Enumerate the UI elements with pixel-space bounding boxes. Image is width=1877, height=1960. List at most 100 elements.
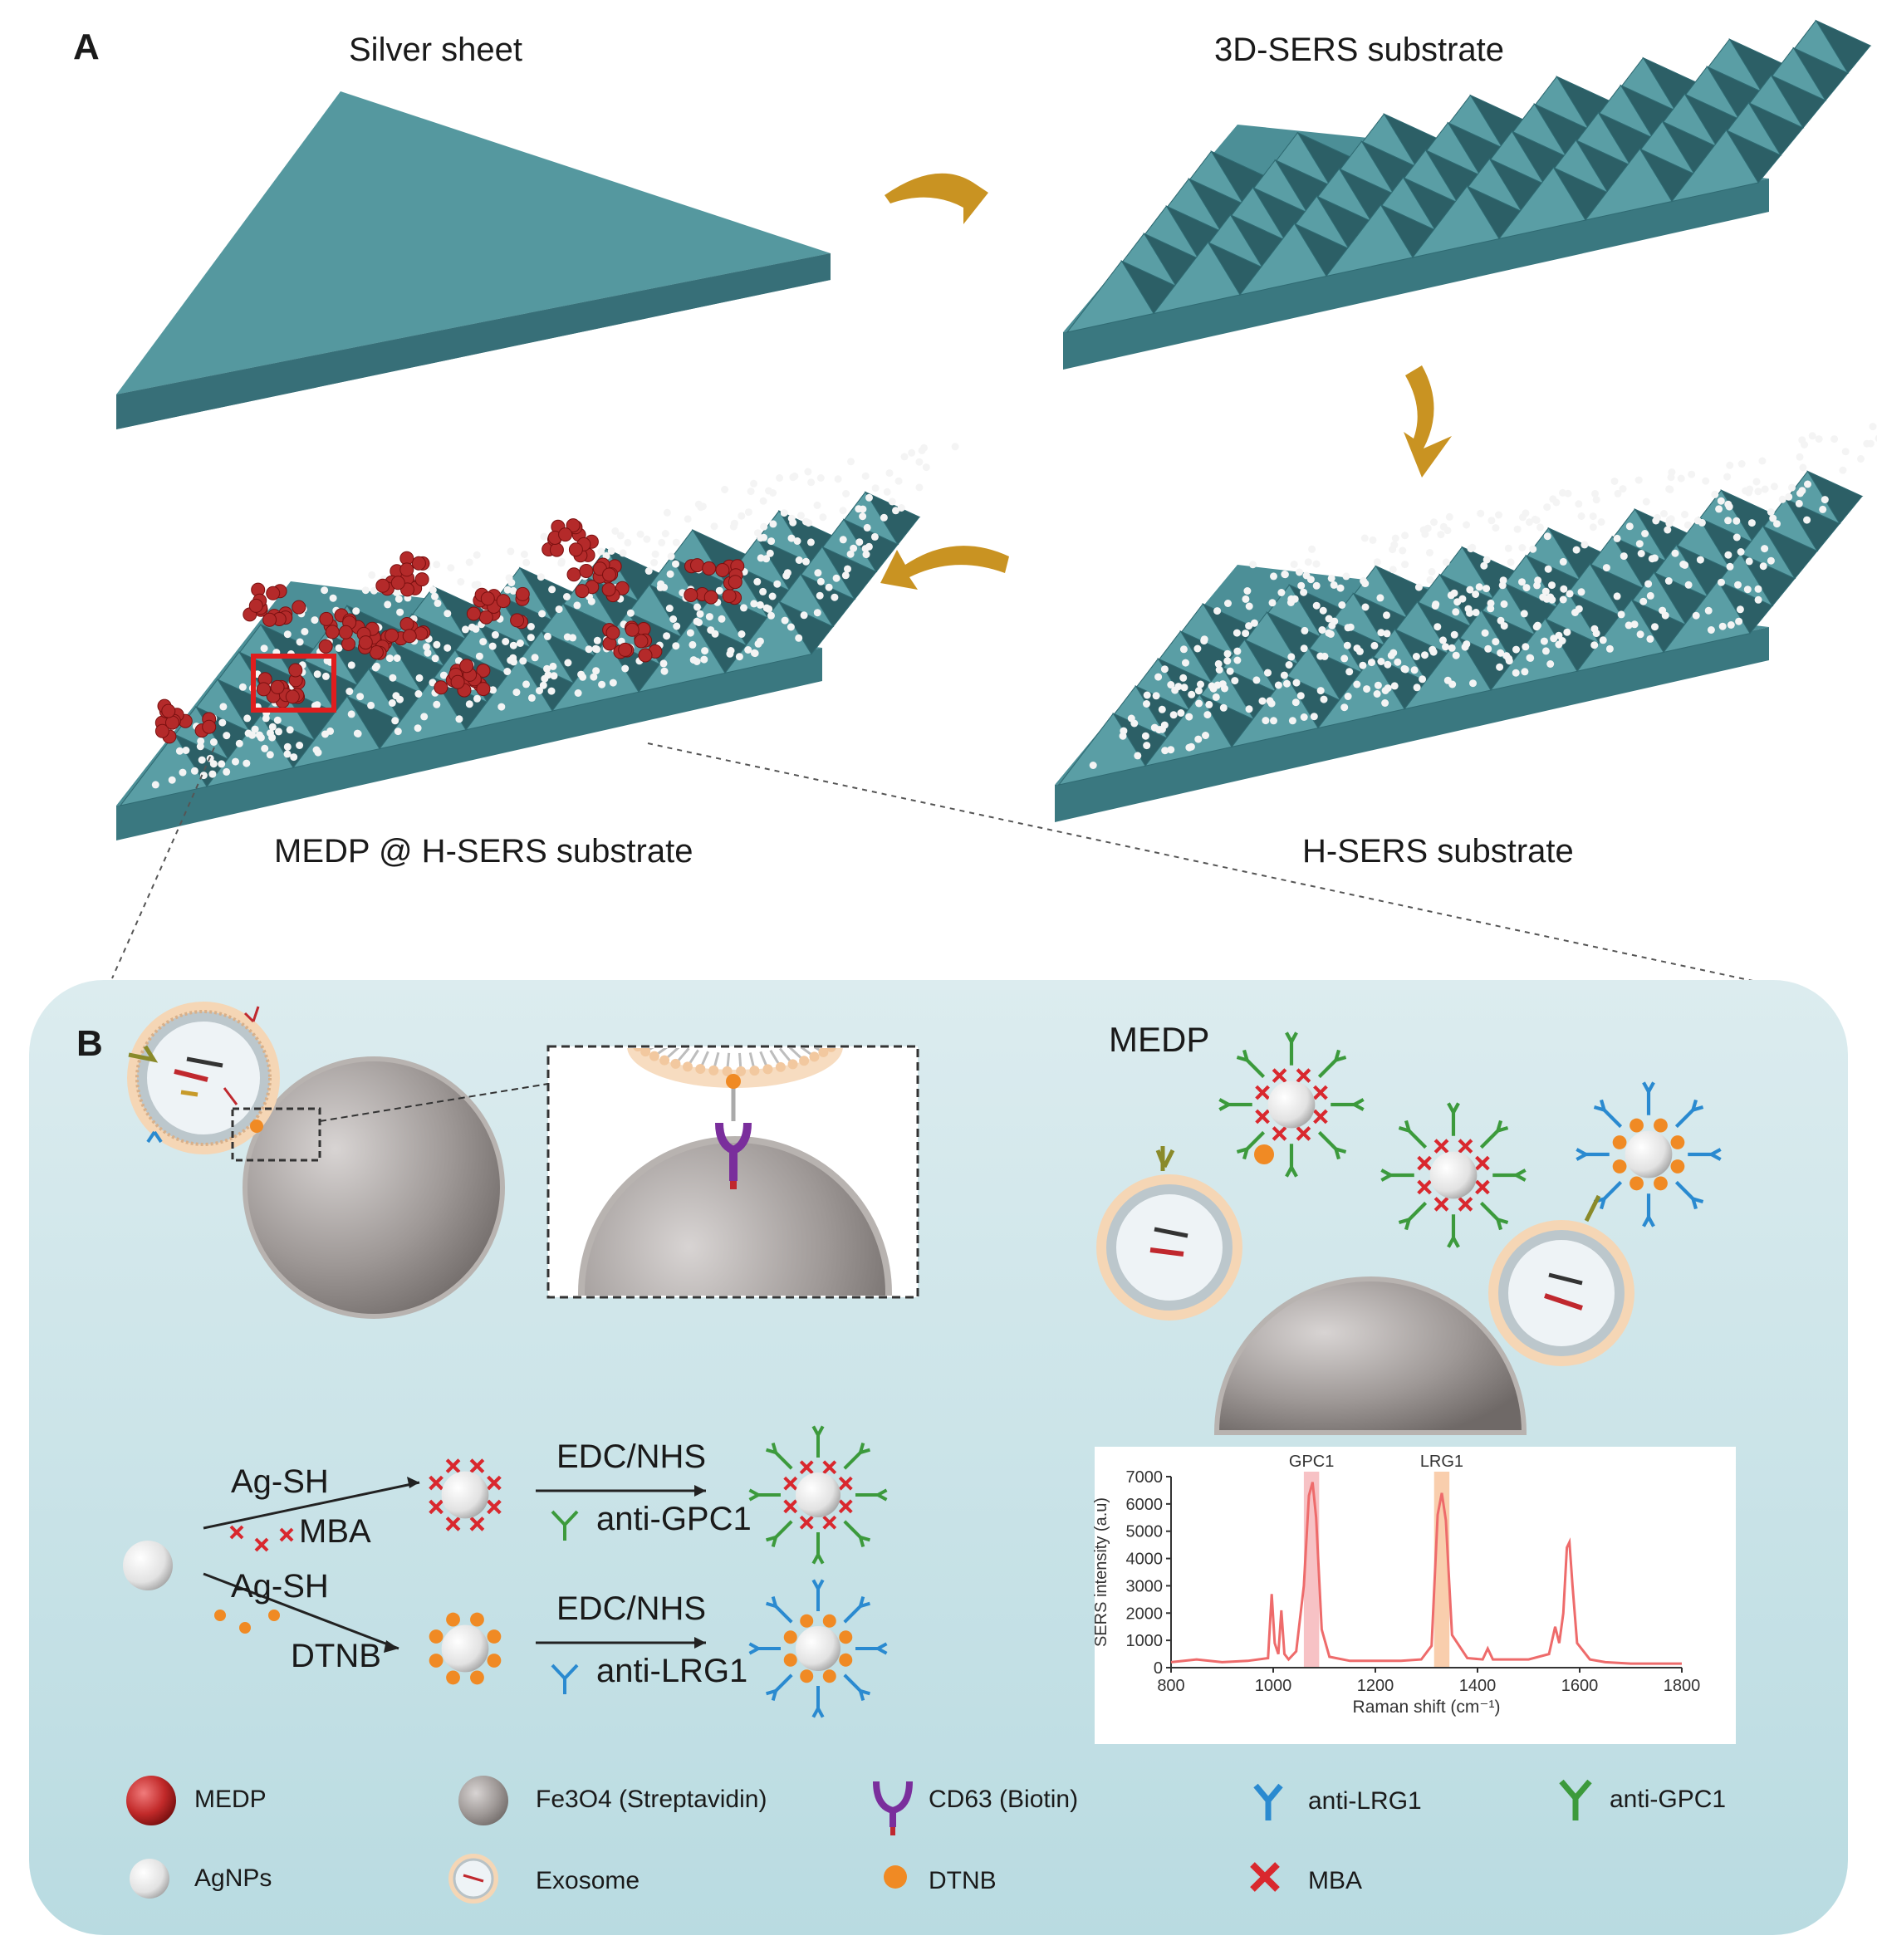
medp-dot (375, 578, 390, 593)
agnp-dot (598, 680, 606, 688)
agnp-dot (1300, 588, 1308, 596)
agnp-dot (1469, 679, 1477, 688)
mba-mark (279, 1527, 294, 1542)
agnp-dot (1660, 510, 1668, 517)
agnp-dot (1617, 610, 1625, 619)
agnp-dot (1541, 587, 1550, 595)
agnp-dot (1472, 609, 1480, 616)
agnp-dot (313, 670, 321, 679)
agnp-dot (1171, 686, 1179, 694)
agnp-dot (543, 632, 551, 640)
agnp-dot (268, 723, 277, 731)
agnp-dot (503, 668, 512, 675)
agnp-dot (1180, 684, 1188, 692)
agnp-dot (1467, 545, 1475, 553)
agnp-dot (522, 558, 531, 566)
agnp-dot (684, 515, 692, 523)
agnp-dot (465, 700, 473, 708)
agnp-dot (429, 679, 437, 687)
agnp-dot (1290, 561, 1298, 568)
agnp-dot (1442, 558, 1450, 566)
agnp-dot (1270, 572, 1277, 581)
agnp-dot (718, 615, 726, 623)
agnp-dot (789, 473, 797, 482)
pyramid-face (723, 600, 812, 674)
agnp-dot (672, 642, 680, 650)
antibody-arms (1398, 1217, 1412, 1231)
exosome-capture (127, 1002, 919, 1319)
agnp-dot (1745, 557, 1753, 566)
lipid-head (809, 1051, 820, 1062)
agnp-dot (1863, 439, 1871, 448)
agnp-dot (1359, 661, 1367, 669)
agnp-dot (844, 565, 851, 573)
agnp-dot (1799, 463, 1807, 472)
medp-dot (496, 594, 511, 609)
agnp-dot (766, 549, 774, 557)
agnp-dot (1743, 586, 1752, 594)
agnp-dot (520, 551, 528, 558)
agnp-dot (789, 518, 797, 527)
agnp-dot (814, 569, 822, 577)
agnp-dot (1262, 717, 1270, 725)
agnp-dot (663, 632, 671, 640)
agnp-dot (507, 547, 515, 556)
mba-mark (469, 1517, 485, 1531)
agnp-dot (244, 729, 252, 737)
agnp-dot (388, 699, 396, 707)
agnp-dot (658, 538, 666, 546)
agnp-dot (750, 479, 757, 488)
agnp-dot (1325, 629, 1333, 637)
agnp-dot (1312, 601, 1321, 610)
mba-mark (487, 1475, 502, 1491)
agnp-dot (519, 657, 527, 665)
pyramid-face (1411, 185, 1500, 258)
dtnb-mark (1670, 1135, 1685, 1149)
agnp-dot (1575, 605, 1583, 613)
legend-dtnb-label: DTNB (929, 1867, 997, 1894)
agnp-dot (1637, 550, 1645, 557)
agnp-dot (693, 617, 701, 625)
antibody-arms (857, 1534, 870, 1547)
dtnb-mark (1630, 1176, 1644, 1191)
agnp-dot (1286, 599, 1295, 606)
agnp-dot (1715, 505, 1723, 513)
agnp-dot (1635, 540, 1644, 548)
agnp-dot (1452, 608, 1460, 616)
agnp-dot (1830, 435, 1839, 443)
agnp-dot (1452, 651, 1460, 659)
agnp-dot (1646, 635, 1654, 643)
legend-fe3o4-label: Fe3O4 (Streptavidin) (536, 1786, 767, 1813)
antibody-arms (1285, 1031, 1298, 1046)
antibody-stem (1674, 1180, 1694, 1200)
agnp-dot (260, 644, 268, 653)
agnp-dot (1770, 483, 1778, 491)
agnp-dot (468, 623, 476, 631)
agnp-dot (1150, 723, 1159, 732)
mba-mark (1475, 1179, 1490, 1195)
agnp-dot (1477, 509, 1485, 517)
agnp-dot (1711, 490, 1719, 498)
agnp-dot (1223, 657, 1232, 665)
agnp-dot (841, 571, 850, 580)
mba-mark (1417, 1179, 1432, 1195)
agnp-dot (1130, 719, 1139, 728)
agnp-dot (346, 688, 354, 695)
agnp-dot (1463, 521, 1471, 529)
agnp-dot (1143, 691, 1151, 699)
agnp-dot (415, 674, 424, 682)
antibody-stem (774, 1673, 793, 1693)
agnp-dot (347, 661, 355, 669)
agnp-dot (1767, 556, 1775, 565)
agnp-dot (1439, 636, 1447, 644)
agnp-dot (1752, 478, 1761, 486)
mba-mark (1458, 1197, 1473, 1212)
agnp-dot (1383, 630, 1391, 638)
agnp-dot (536, 687, 543, 695)
agnp-dot (721, 486, 729, 493)
dtnb-mark (214, 1610, 226, 1621)
agnp-dot (491, 630, 499, 639)
agnp-dot (1361, 603, 1370, 611)
agnp-dot (361, 586, 370, 595)
agnp-dot (650, 559, 659, 566)
